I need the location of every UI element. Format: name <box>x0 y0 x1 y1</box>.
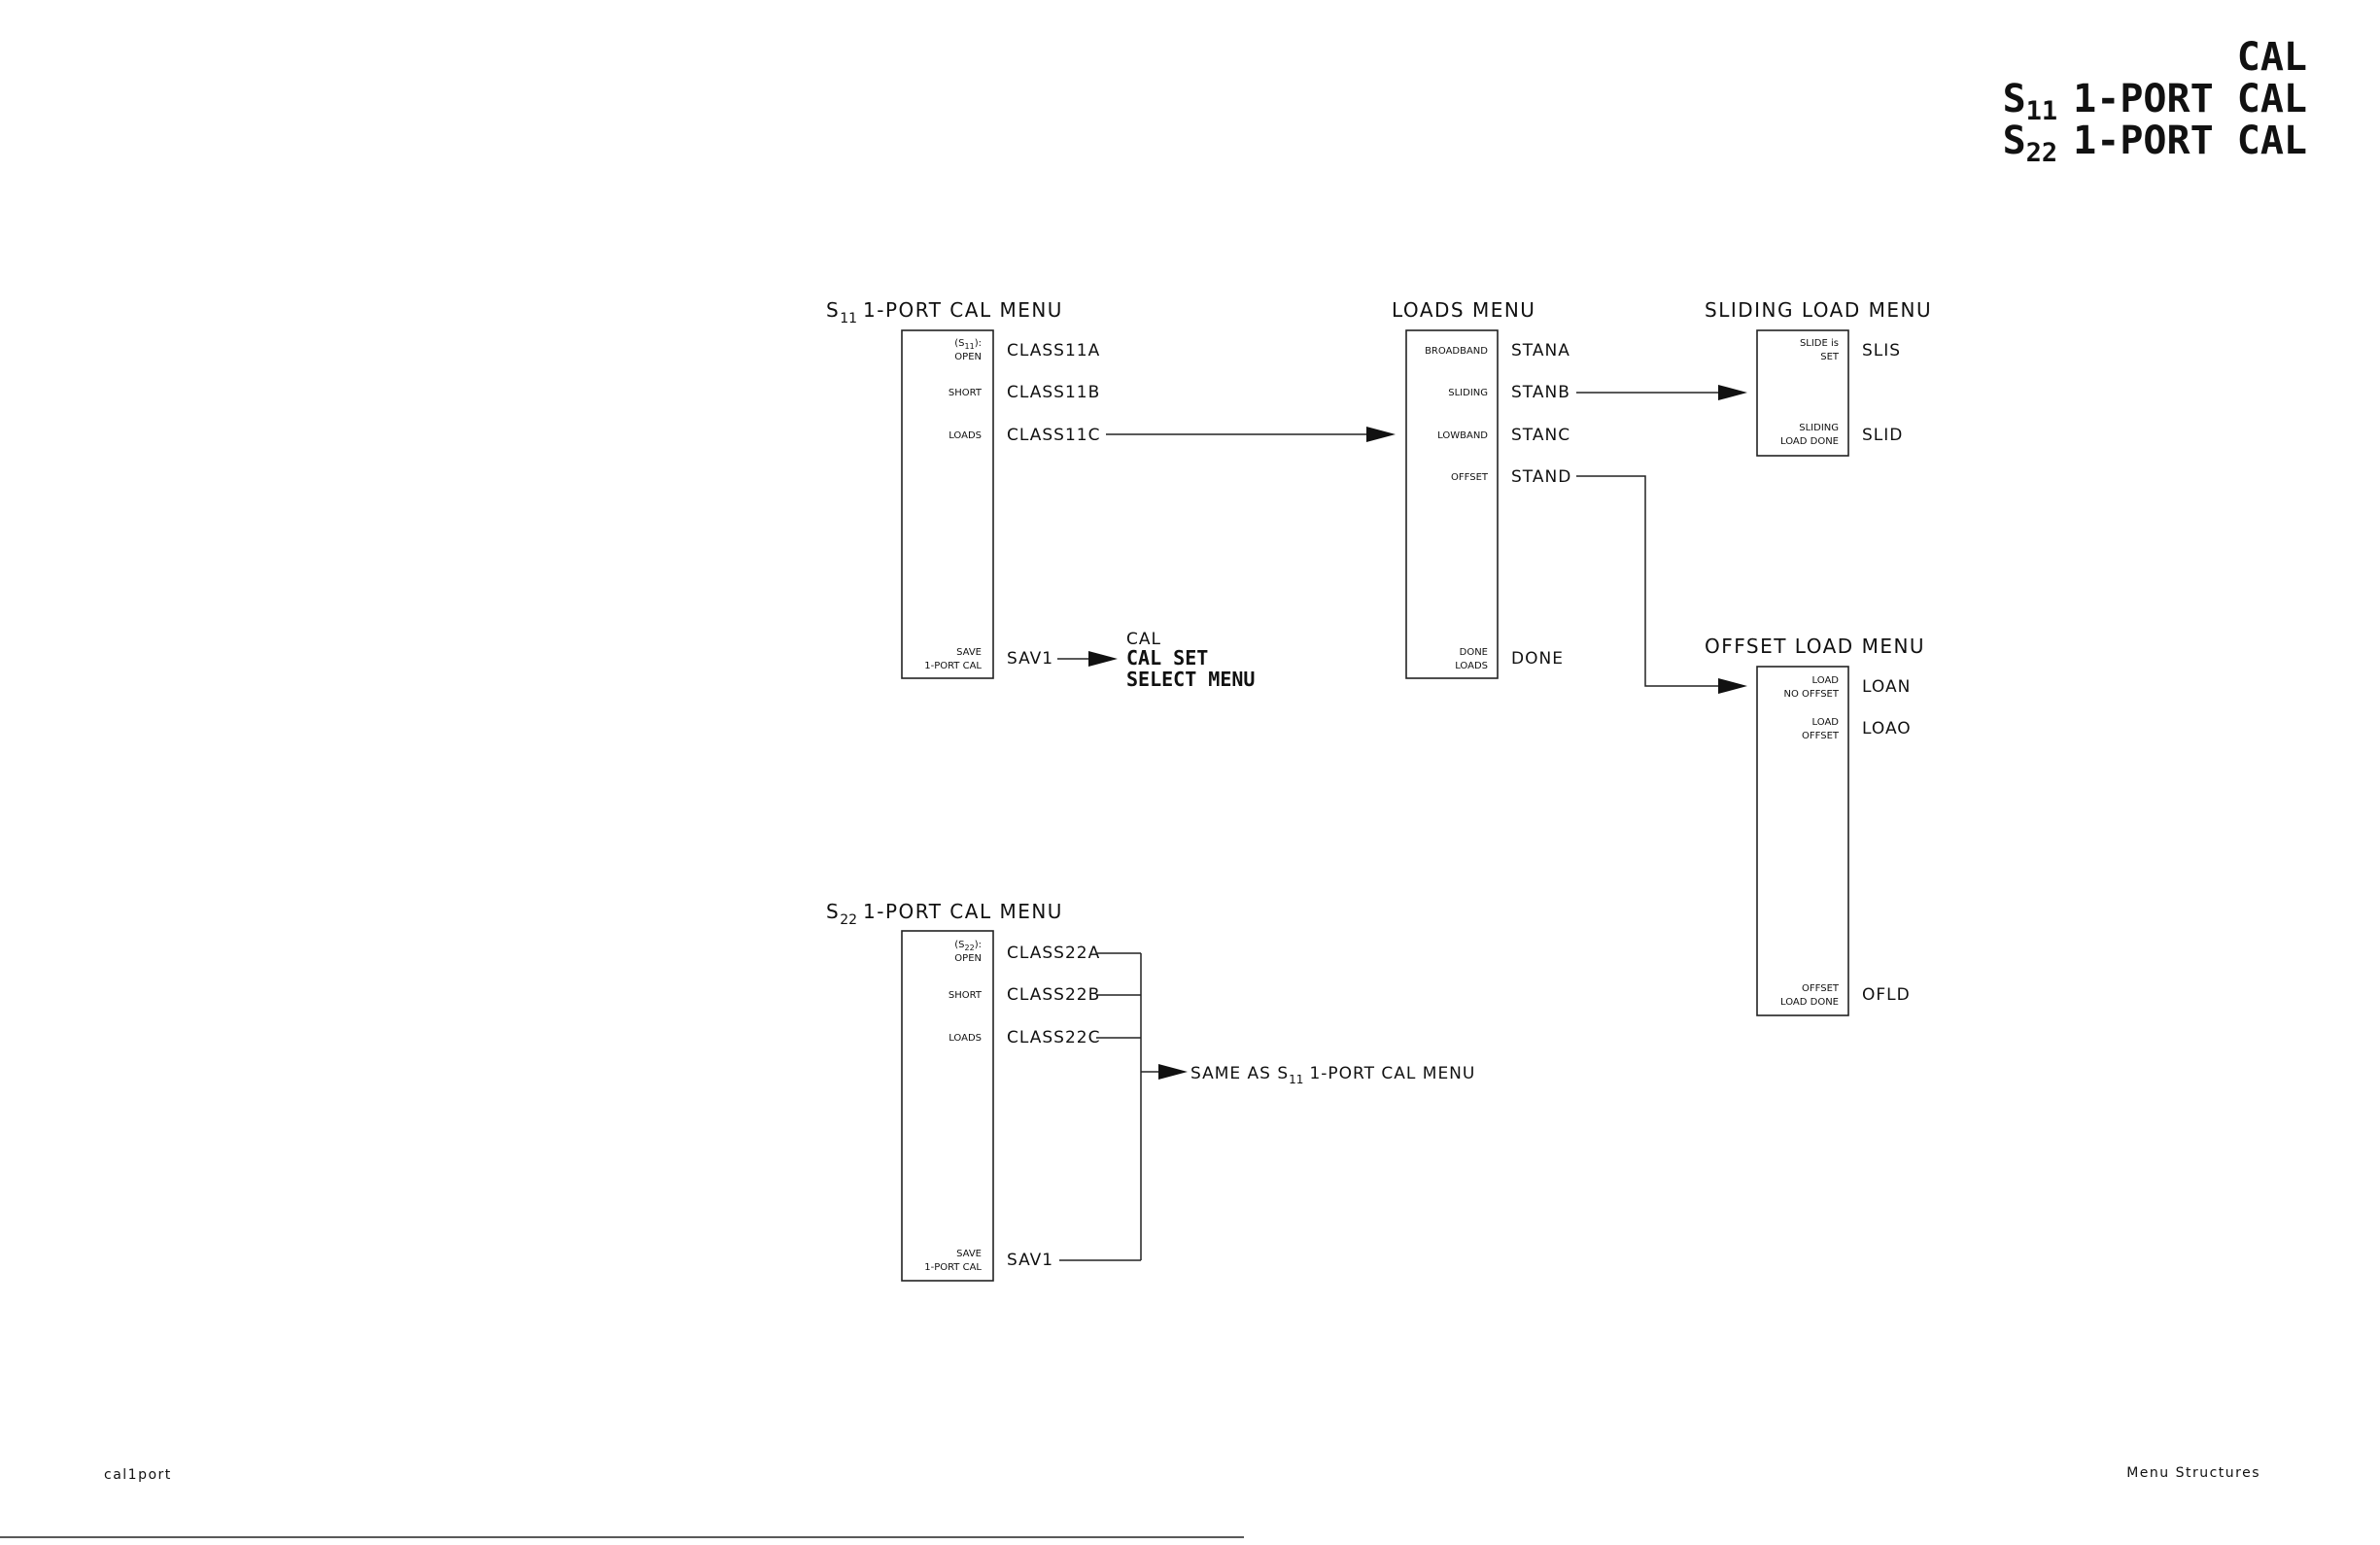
sliding-key-slide-is-line1[interactable]: SLIDE is <box>1800 338 1839 349</box>
footer-section-label: Menu Structures <box>2126 1465 2260 1481</box>
s22-key-open-line1[interactable]: (S22): <box>954 940 982 952</box>
cmd-stanb: STANB <box>1511 383 1570 402</box>
cmd-loan: LOAN <box>1862 677 1911 697</box>
loads-key-done-line1[interactable]: DONE <box>1460 647 1488 658</box>
arrowhead-cal-set <box>1088 651 1118 667</box>
cmd-sav1-s22: SAV1 <box>1007 1251 1053 1270</box>
s22-key-open-line2[interactable]: OPEN <box>954 953 982 964</box>
cmd-slis: SLIS <box>1862 341 1901 360</box>
sliding-menu-title: SLIDING LOAD MENU <box>1705 298 1932 322</box>
cal-set-label-cal: CAL <box>1126 630 1161 649</box>
cmd-stanc: STANC <box>1511 426 1570 445</box>
loads-key-lowband[interactable]: LOWBAND <box>1437 430 1488 441</box>
offset-menu-title: OFFSET LOAD MENU <box>1705 635 1925 658</box>
offset-key-done-line2[interactable]: LOAD DONE <box>1780 997 1839 1008</box>
cal-set-label-calset: CAL SET <box>1126 646 1208 670</box>
cmd-class22b: CLASS22B <box>1007 985 1100 1005</box>
cmd-slid: SLID <box>1862 426 1903 445</box>
cmd-loao: LOAO <box>1862 719 1912 738</box>
s22-key-short[interactable]: SHORT <box>949 990 983 1001</box>
arrowhead-loads <box>1366 427 1396 442</box>
offset-key-offset-line1[interactable]: LOAD <box>1812 717 1840 728</box>
s11-key-open-line2[interactable]: OPEN <box>954 352 982 362</box>
loads-key-done-line2[interactable]: LOADS <box>1455 661 1488 671</box>
s11-key-short[interactable]: SHORT <box>949 388 983 398</box>
loads-menu-box <box>1405 329 1499 679</box>
cmd-stand: STAND <box>1511 467 1571 487</box>
cmd-done: DONE <box>1511 649 1564 669</box>
cmd-class22c: CLASS22C <box>1007 1028 1100 1047</box>
sliding-key-done-line1[interactable]: SLIDING <box>1799 423 1839 433</box>
cmd-stana: STANA <box>1511 341 1570 360</box>
sliding-key-done-line2[interactable]: LOAD DONE <box>1780 436 1839 447</box>
loads-key-offset[interactable]: OFFSET <box>1451 472 1489 483</box>
sliding-menu-box <box>1756 329 1849 457</box>
offset-key-no-offset-line2[interactable]: NO OFFSET <box>1783 689 1839 700</box>
connector-offset <box>1576 475 1720 687</box>
loads-key-sliding[interactable]: SLIDING <box>1448 388 1488 398</box>
loads-key-broadband[interactable]: BROADBAND <box>1425 346 1488 357</box>
cmd-ofld: OFLD <box>1862 985 1911 1005</box>
s11-menu-box <box>901 329 994 679</box>
cmd-class22a: CLASS22A <box>1007 944 1100 963</box>
cmd-class11c: CLASS11C <box>1007 426 1100 445</box>
cmd-class11b: CLASS11B <box>1007 383 1100 402</box>
offset-menu-box <box>1756 666 1849 1016</box>
offset-key-done-line1[interactable]: OFFSET <box>1802 983 1840 994</box>
s11-key-open-line1[interactable]: (S11): <box>954 338 982 351</box>
arrowhead-sliding <box>1718 385 1747 400</box>
arrowhead-offset <box>1718 678 1747 694</box>
s11-key-loads[interactable]: LOADS <box>949 430 982 441</box>
header-cal: CAL <box>2237 35 2307 80</box>
s22-key-save-line2[interactable]: 1-PORT CAL <box>924 1262 982 1273</box>
s22-menu-box <box>901 930 994 1282</box>
arrowhead-same-as <box>1158 1064 1188 1080</box>
loads-menu-title: LOADS MENU <box>1392 298 1535 322</box>
cmd-sav1-s11: SAV1 <box>1007 649 1053 669</box>
cmd-class11a: CLASS11A <box>1007 341 1100 360</box>
footer-file-label: cal1port <box>104 1467 172 1483</box>
offset-key-offset-line2[interactable]: OFFSET <box>1802 731 1840 741</box>
s11-key-save-line2[interactable]: 1-PORT CAL <box>924 661 982 671</box>
s22-key-save-line1[interactable]: SAVE <box>956 1249 982 1259</box>
cal-set-label-select-menu: SELECT MENU <box>1126 668 1255 691</box>
s22-key-loads[interactable]: LOADS <box>949 1033 982 1044</box>
offset-key-no-offset-line1[interactable]: LOAD <box>1812 675 1840 686</box>
s11-key-save-line1[interactable]: SAVE <box>956 647 982 658</box>
sliding-key-slide-is-line2[interactable]: SET <box>1820 352 1840 362</box>
